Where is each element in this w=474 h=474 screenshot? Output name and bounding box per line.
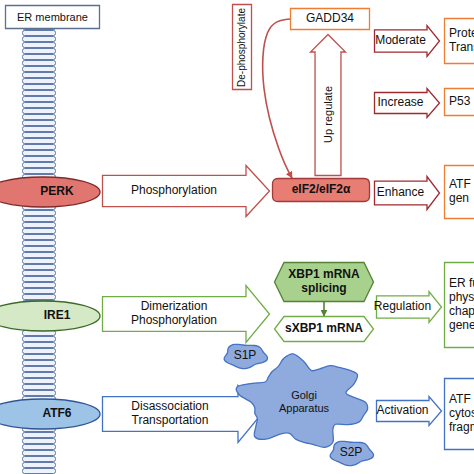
process-label: De-phosphorylate [232, 4, 252, 90]
block-arrow-outline [377, 397, 442, 426]
node-label: ATF6 [42, 407, 71, 421]
process-hexagon: XBP1 mRNA splicing [274, 262, 374, 302]
outcome-box: ATF gen [444, 165, 474, 219]
node-label: Increase [377, 96, 423, 110]
receptor-shape-outline [0, 301, 100, 331]
block-arrow-outline [375, 26, 440, 57]
protease-blob: S2P [328, 440, 374, 466]
node-label: De-phosphorylate [236, 8, 248, 87]
block-arrow-outline [103, 386, 262, 443]
block-arrow: Increase [374, 88, 440, 118]
node-label: Prote Translat [449, 27, 474, 55]
protein-box-outline [291, 9, 370, 30]
block-arrow: Up regulate [310, 34, 346, 176]
outcome-box-outline [445, 166, 474, 219]
block-arrow: Moderate [374, 25, 440, 57]
process-label-outline [233, 5, 252, 90]
block-arrow: Phosphorylation [102, 165, 270, 217]
node-label: ATF gen [449, 178, 474, 206]
receptor-shape: ATF6 [0, 399, 100, 429]
node-label: IRE1 [44, 309, 71, 323]
block-arrow-outline [103, 286, 270, 343]
node-label: Golgi Apparatus [269, 389, 339, 414]
protein-box: GADD34 [290, 8, 370, 30]
receptor-shape-outline [0, 399, 100, 429]
node-label: P53 le [449, 95, 474, 109]
block-arrow: Enhance [374, 176, 440, 210]
node-label: S1P [234, 349, 257, 363]
node-label: eIF2/eIF2α [292, 183, 351, 197]
node-label: Disassociation Transportation [102, 400, 238, 428]
block-arrow: Regulation [376, 291, 442, 323]
block-arrow-outline [311, 35, 346, 176]
protease-blob-outline [330, 441, 373, 465]
receptor-shape: PERK [0, 177, 100, 207]
block-arrow-outline [375, 89, 440, 118]
process-hexagon-outline [275, 317, 374, 342]
node-label: Phosphorylation [131, 184, 217, 198]
title-box-outline [6, 6, 100, 29]
outcome-box-outline [445, 379, 474, 450]
node-label: sXBP1 mRNA [285, 322, 363, 336]
outcome-box-outline [445, 263, 474, 348]
node-label: Activation [376, 404, 428, 418]
outcome-box: Prote Translat [444, 18, 474, 64]
process-hexagon-outline [275, 263, 374, 302]
node-label: ER fun physiolo chaper gene [449, 277, 474, 332]
node-label: Regulation [374, 300, 431, 314]
block-arrow-outline [375, 177, 440, 210]
node-label: ER membrane [17, 11, 88, 24]
title-box: ER membrane [5, 5, 100, 29]
outcome-box: P53 le [444, 88, 474, 116]
node-label: ATF cytos fragm [449, 393, 474, 434]
outcome-box: ATF cytos fragm [444, 378, 474, 450]
block-arrow: Activation [376, 396, 442, 426]
protease-blob-outline [224, 344, 267, 368]
node-label: S2P [340, 446, 363, 460]
outcome-box-outline [445, 89, 474, 116]
protein-box: eIF2/eIF2α [272, 178, 370, 202]
flow-arrow [263, 19, 292, 178]
outcome-box: ER fun physiolo chaper gene [444, 262, 474, 348]
golgi-shape: Golgi Apparatus [236, 354, 372, 450]
node-label: PERK [40, 185, 73, 199]
node-label: Enhance [377, 186, 424, 200]
node-label: GADD34 [306, 12, 354, 26]
node-label: Dimerization Phosphorylation [102, 300, 246, 328]
outcome-box-outline [445, 19, 474, 64]
receptor-shape: IRE1 [0, 301, 100, 331]
receptor-shape-outline [0, 177, 100, 207]
flow-arrow [323, 302, 325, 316]
protein-box-outline [273, 179, 370, 202]
protease-blob: S1P [222, 343, 268, 369]
block-arrow: Dimerization Phosphorylation [102, 285, 270, 343]
golgi-shape-outline [236, 354, 367, 448]
node-label: Up regulate [322, 86, 335, 143]
process-hexagon: sXBP1 mRNA [274, 316, 374, 342]
block-arrow-outline [103, 166, 270, 217]
node-label: XBP1 mRNA splicing [274, 268, 374, 296]
node-label: Moderate [375, 34, 426, 48]
